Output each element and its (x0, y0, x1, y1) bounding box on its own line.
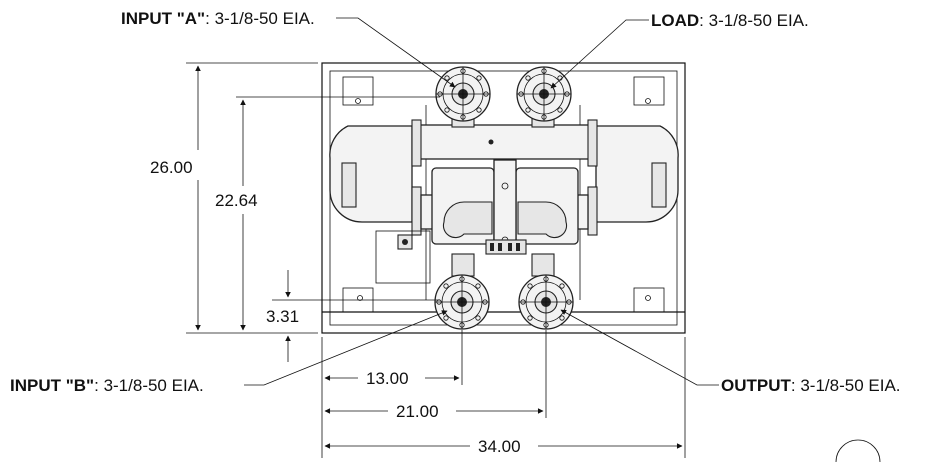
callout-input-a-spec: : 3-1/8-50 EIA. (205, 9, 315, 28)
revision-symbol (835, 439, 881, 462)
port-input-b (434, 274, 490, 330)
callout-input-a-name: INPUT "A" (121, 9, 205, 28)
dimension-lines (186, 62, 686, 458)
callout-output-name: OUTPUT (721, 376, 792, 395)
callout-output-spec: : 3-1/8-50 EIA. (791, 376, 901, 395)
dim-inner-height: 22.64 (215, 191, 258, 210)
callout-load-name: LOAD (651, 11, 699, 30)
port-output (518, 274, 574, 330)
port-load (516, 66, 572, 122)
callout-input-b-name: INPUT "B" (10, 376, 94, 395)
callout-input-b: INPUT "B": 3-1/8-50 EIA. (10, 376, 204, 395)
callout-load: LOAD: 3-1/8-50 EIA. (651, 11, 809, 30)
dim-port-output-offset: 21.00 (396, 402, 439, 421)
coax-plumbing (329, 104, 679, 284)
dim-port-b-offset: 13.00 (366, 369, 409, 388)
dim-port-offset-height: 3.31 (266, 307, 299, 326)
dim-overall-height: 26.00 (150, 158, 193, 177)
dim-overall-width: 34.00 (478, 437, 521, 456)
callout-input-a: INPUT "A": 3-1/8-50 EIA. (121, 9, 315, 28)
leader-lines (244, 17, 719, 386)
port-input-a (435, 66, 491, 122)
callout-load-spec: : 3-1/8-50 EIA. (699, 11, 809, 30)
callout-input-b-spec: : 3-1/8-50 EIA. (94, 376, 204, 395)
callout-output: OUTPUT: 3-1/8-50 EIA. (721, 376, 901, 395)
